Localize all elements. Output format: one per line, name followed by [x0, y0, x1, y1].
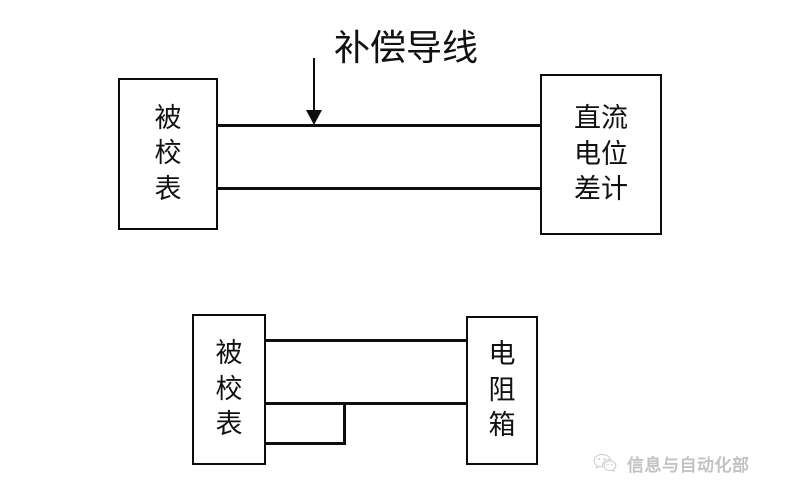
box-line-text: 表 — [154, 173, 182, 204]
wire-bottom-third — [266, 442, 346, 445]
box-line-text: 电 — [488, 339, 516, 370]
box-line-text: 校 — [215, 373, 243, 404]
box-line-text: 直流 — [574, 103, 628, 134]
compensating-wire-arrow-head — [306, 110, 322, 125]
box-line-text: 箱 — [488, 410, 516, 441]
box-line-text: 阻 — [488, 374, 516, 405]
box-line-text: 被 — [215, 338, 243, 369]
wechat-logo-icon — [593, 453, 617, 473]
box-line-text: 差计 — [574, 174, 628, 205]
wire-bottom-jumper-vertical — [343, 402, 346, 445]
box-instrument-under-test-bottom[interactable]: 被 校 表 — [192, 314, 266, 465]
box-dc-potentiometer[interactable]: 直流 电位 差计 — [540, 74, 662, 235]
wire-top-upper — [218, 124, 542, 127]
publisher-watermark: 信息与自动化部 — [592, 450, 750, 476]
watermark-text: 信息与自动化部 — [627, 455, 750, 475]
compensating-wire-arrow-stem — [313, 58, 315, 112]
box-instrument-under-test-top[interactable]: 被 校 表 — [118, 78, 218, 230]
box-resistance-decade[interactable]: 电 阻 箱 — [466, 316, 538, 465]
box-line-text: 被 — [154, 102, 182, 133]
compensating-wire-label: 补偿导线 — [334, 28, 479, 68]
box-line-text: 电位 — [574, 138, 628, 169]
wire-top-lower — [218, 187, 542, 190]
box-line-text: 校 — [154, 138, 182, 169]
box-line-text: 表 — [215, 409, 243, 440]
wire-bottom-first — [266, 339, 468, 342]
wire-bottom-second — [266, 402, 468, 405]
